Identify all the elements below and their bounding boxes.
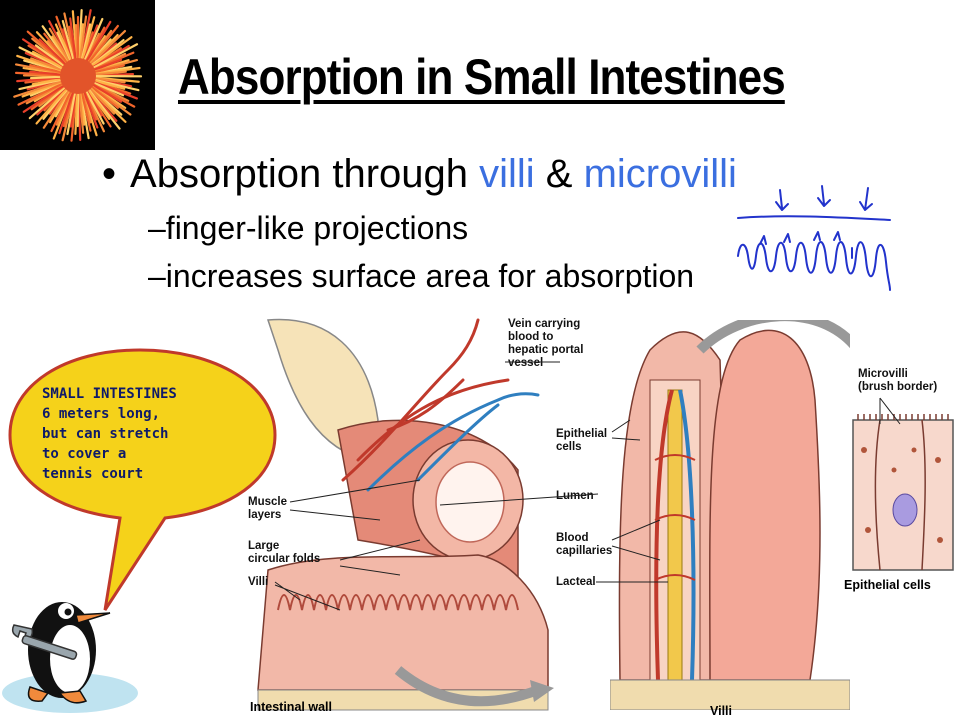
anemone-spike <box>80 16 96 66</box>
anemone-spike <box>61 19 76 66</box>
anemone-spike <box>83 20 112 67</box>
anemone-spike <box>87 81 123 103</box>
caption-epithelial-cells: Epithelial cells <box>844 578 931 592</box>
anemone-spike <box>69 17 78 66</box>
label-epithelial-cells: Epithelial cells <box>556 428 608 453</box>
sub-dash: – <box>148 210 166 246</box>
bubble-line: SMALL INTESTINES <box>42 386 177 402</box>
epithelial-cells-inset <box>852 414 954 571</box>
anemone-spike <box>58 86 76 135</box>
label-blood-capillaries: Blood capillaries <box>556 532 613 557</box>
label-circular-folds: Large circular folds <box>248 540 321 565</box>
anemone-spike <box>34 44 70 71</box>
bullet-prefix: Absorption through <box>130 152 480 196</box>
intestinal-wall-diagram <box>257 318 554 711</box>
anemone-spike <box>81 17 104 67</box>
label-microvilli: Microvilli (brush border) <box>858 368 938 393</box>
anemone-spike <box>81 86 99 129</box>
anemone-spike <box>74 86 79 136</box>
term-microvilli: microvilli <box>583 152 737 196</box>
slide-title: Absorption in Small Intestines <box>178 49 786 105</box>
anemone-spike <box>48 27 73 67</box>
handwritten-villi-sketch <box>737 185 891 291</box>
caption-villi: Villi <box>710 704 733 718</box>
anemone-spike <box>22 81 70 113</box>
anemone-spike <box>77 86 85 134</box>
anemone-spike <box>29 63 68 75</box>
anemone-spike <box>84 24 120 68</box>
anemone-spike <box>28 82 71 120</box>
label-vein: Vein carrying blood to hepatic portal ve… <box>508 318 584 369</box>
anemone-spike <box>79 86 92 132</box>
anemone-spike <box>78 15 88 66</box>
bullet-dot: • <box>102 152 117 196</box>
anemone-spike <box>50 85 74 133</box>
anemone-spike <box>35 83 72 125</box>
anemone-spike <box>82 85 105 125</box>
main-bullet: • Absorption through villi & microvilli <box>102 152 737 197</box>
label-villi: Villi <box>248 576 269 588</box>
anemone-spike <box>38 38 71 69</box>
bubble-line: tennis court <box>42 466 144 482</box>
anemone-spike <box>17 80 69 106</box>
anemone-spike <box>85 83 116 115</box>
speech-bubble-text: SMALL INTESTINES 6 meters long, but can … <box>42 384 282 484</box>
anemone-icon <box>0 0 155 150</box>
sub-bullet-2-text: increases surface area for absorption <box>165 258 695 294</box>
speech-bubble <box>8 348 277 611</box>
term-villi: villi <box>479 152 535 196</box>
sub-bullet-1-text: finger-like projections <box>165 210 469 246</box>
label-lacteal: Lacteal <box>556 576 596 588</box>
anemone-spike <box>87 43 139 72</box>
anemone-spike <box>66 86 77 136</box>
bubble-line: to cover a <box>42 446 127 462</box>
anemone-spike <box>87 79 125 97</box>
anemone-spike <box>85 29 127 69</box>
anemone-spike <box>13 78 68 98</box>
anemone-spike <box>83 84 111 120</box>
anemone-spike <box>43 32 72 68</box>
anemone-spike <box>54 23 75 67</box>
anemone-spike <box>30 57 68 73</box>
anemone-spike <box>86 36 133 71</box>
bullet-and: & <box>534 152 584 196</box>
bubble-line: 6 meters long, <box>42 406 161 422</box>
bubble-line: but can stretch <box>42 426 169 442</box>
caption-intestinal-wall: Intestinal wall <box>250 700 332 714</box>
penguin-icon <box>2 602 138 713</box>
sub-dash: – <box>148 258 166 294</box>
label-muscle-layers: Muscle layers <box>248 496 287 521</box>
anemone-spike <box>86 82 119 109</box>
sub-bullet-1: –finger-like projections <box>148 210 468 247</box>
villi-diagram <box>610 320 850 710</box>
sub-bullet-2: –increases surface area for absorption <box>148 258 694 295</box>
anemone-spike <box>31 50 69 72</box>
anemone-spike <box>42 84 73 129</box>
